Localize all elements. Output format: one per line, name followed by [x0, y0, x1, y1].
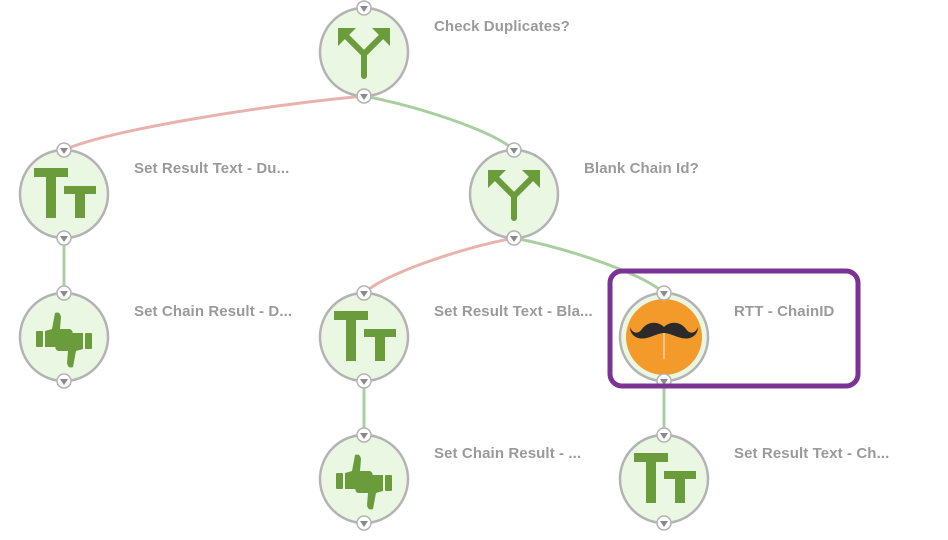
node-label: Set Result Text - Ch... [734, 445, 890, 462]
edge-n3-n6[interactable] [512, 236, 666, 295]
output-port[interactable] [56, 230, 72, 246]
nodes-layer [18, 0, 710, 531]
node-label: Set Result Text - Bla... [434, 303, 593, 320]
input-port[interactable] [56, 142, 72, 158]
input-port[interactable] [356, 427, 372, 443]
rtt-chainid-node[interactable] [618, 285, 710, 389]
output-port[interactable] [356, 515, 372, 531]
text-icon [334, 311, 396, 361]
input-port[interactable] [356, 285, 372, 301]
input-port[interactable] [656, 285, 672, 301]
output-port[interactable] [656, 515, 672, 531]
mustache-icon [630, 322, 698, 359]
text-icon [634, 453, 696, 503]
output-port[interactable] [56, 373, 72, 389]
node-label: RTT - ChainID [734, 303, 835, 320]
set-chain-result-blank-node[interactable] [318, 427, 410, 531]
node-label: Blank Chain Id? [584, 160, 699, 177]
edges-layer [62, 94, 666, 437]
set-chain-result-duplicates-node[interactable] [18, 285, 110, 389]
node-label: Set Result Text - Du... [134, 160, 290, 177]
blank-chain-id-node[interactable] [468, 142, 560, 246]
edge-n3-n5[interactable] [362, 236, 516, 295]
selection-highlight [607, 268, 861, 389]
input-port[interactable] [506, 142, 522, 158]
set-result-text-duplicates-node[interactable] [18, 142, 110, 246]
input-port[interactable] [356, 0, 372, 16]
input-port[interactable] [56, 285, 72, 301]
text-icon [34, 168, 96, 218]
output-port[interactable] [506, 230, 522, 246]
node-label: Set Chain Result - D... [134, 303, 293, 320]
branch-icon [488, 170, 540, 221]
output-port[interactable] [356, 88, 372, 104]
node-label: Set Chain Result - ... [434, 445, 582, 462]
branch-icon [338, 28, 390, 79]
edge-n1-n2[interactable] [62, 94, 366, 152]
input-port[interactable] [656, 427, 672, 443]
node-label: Check Duplicates? [434, 18, 570, 35]
thumbs-icon [336, 454, 392, 510]
output-port[interactable] [356, 373, 372, 389]
edge-n1-n3[interactable] [362, 94, 516, 152]
set-result-text-chainid-node[interactable] [618, 427, 710, 531]
set-result-text-blank-node[interactable] [318, 285, 410, 389]
check-duplicates-node[interactable] [318, 0, 410, 104]
thumbs-icon [36, 312, 92, 368]
